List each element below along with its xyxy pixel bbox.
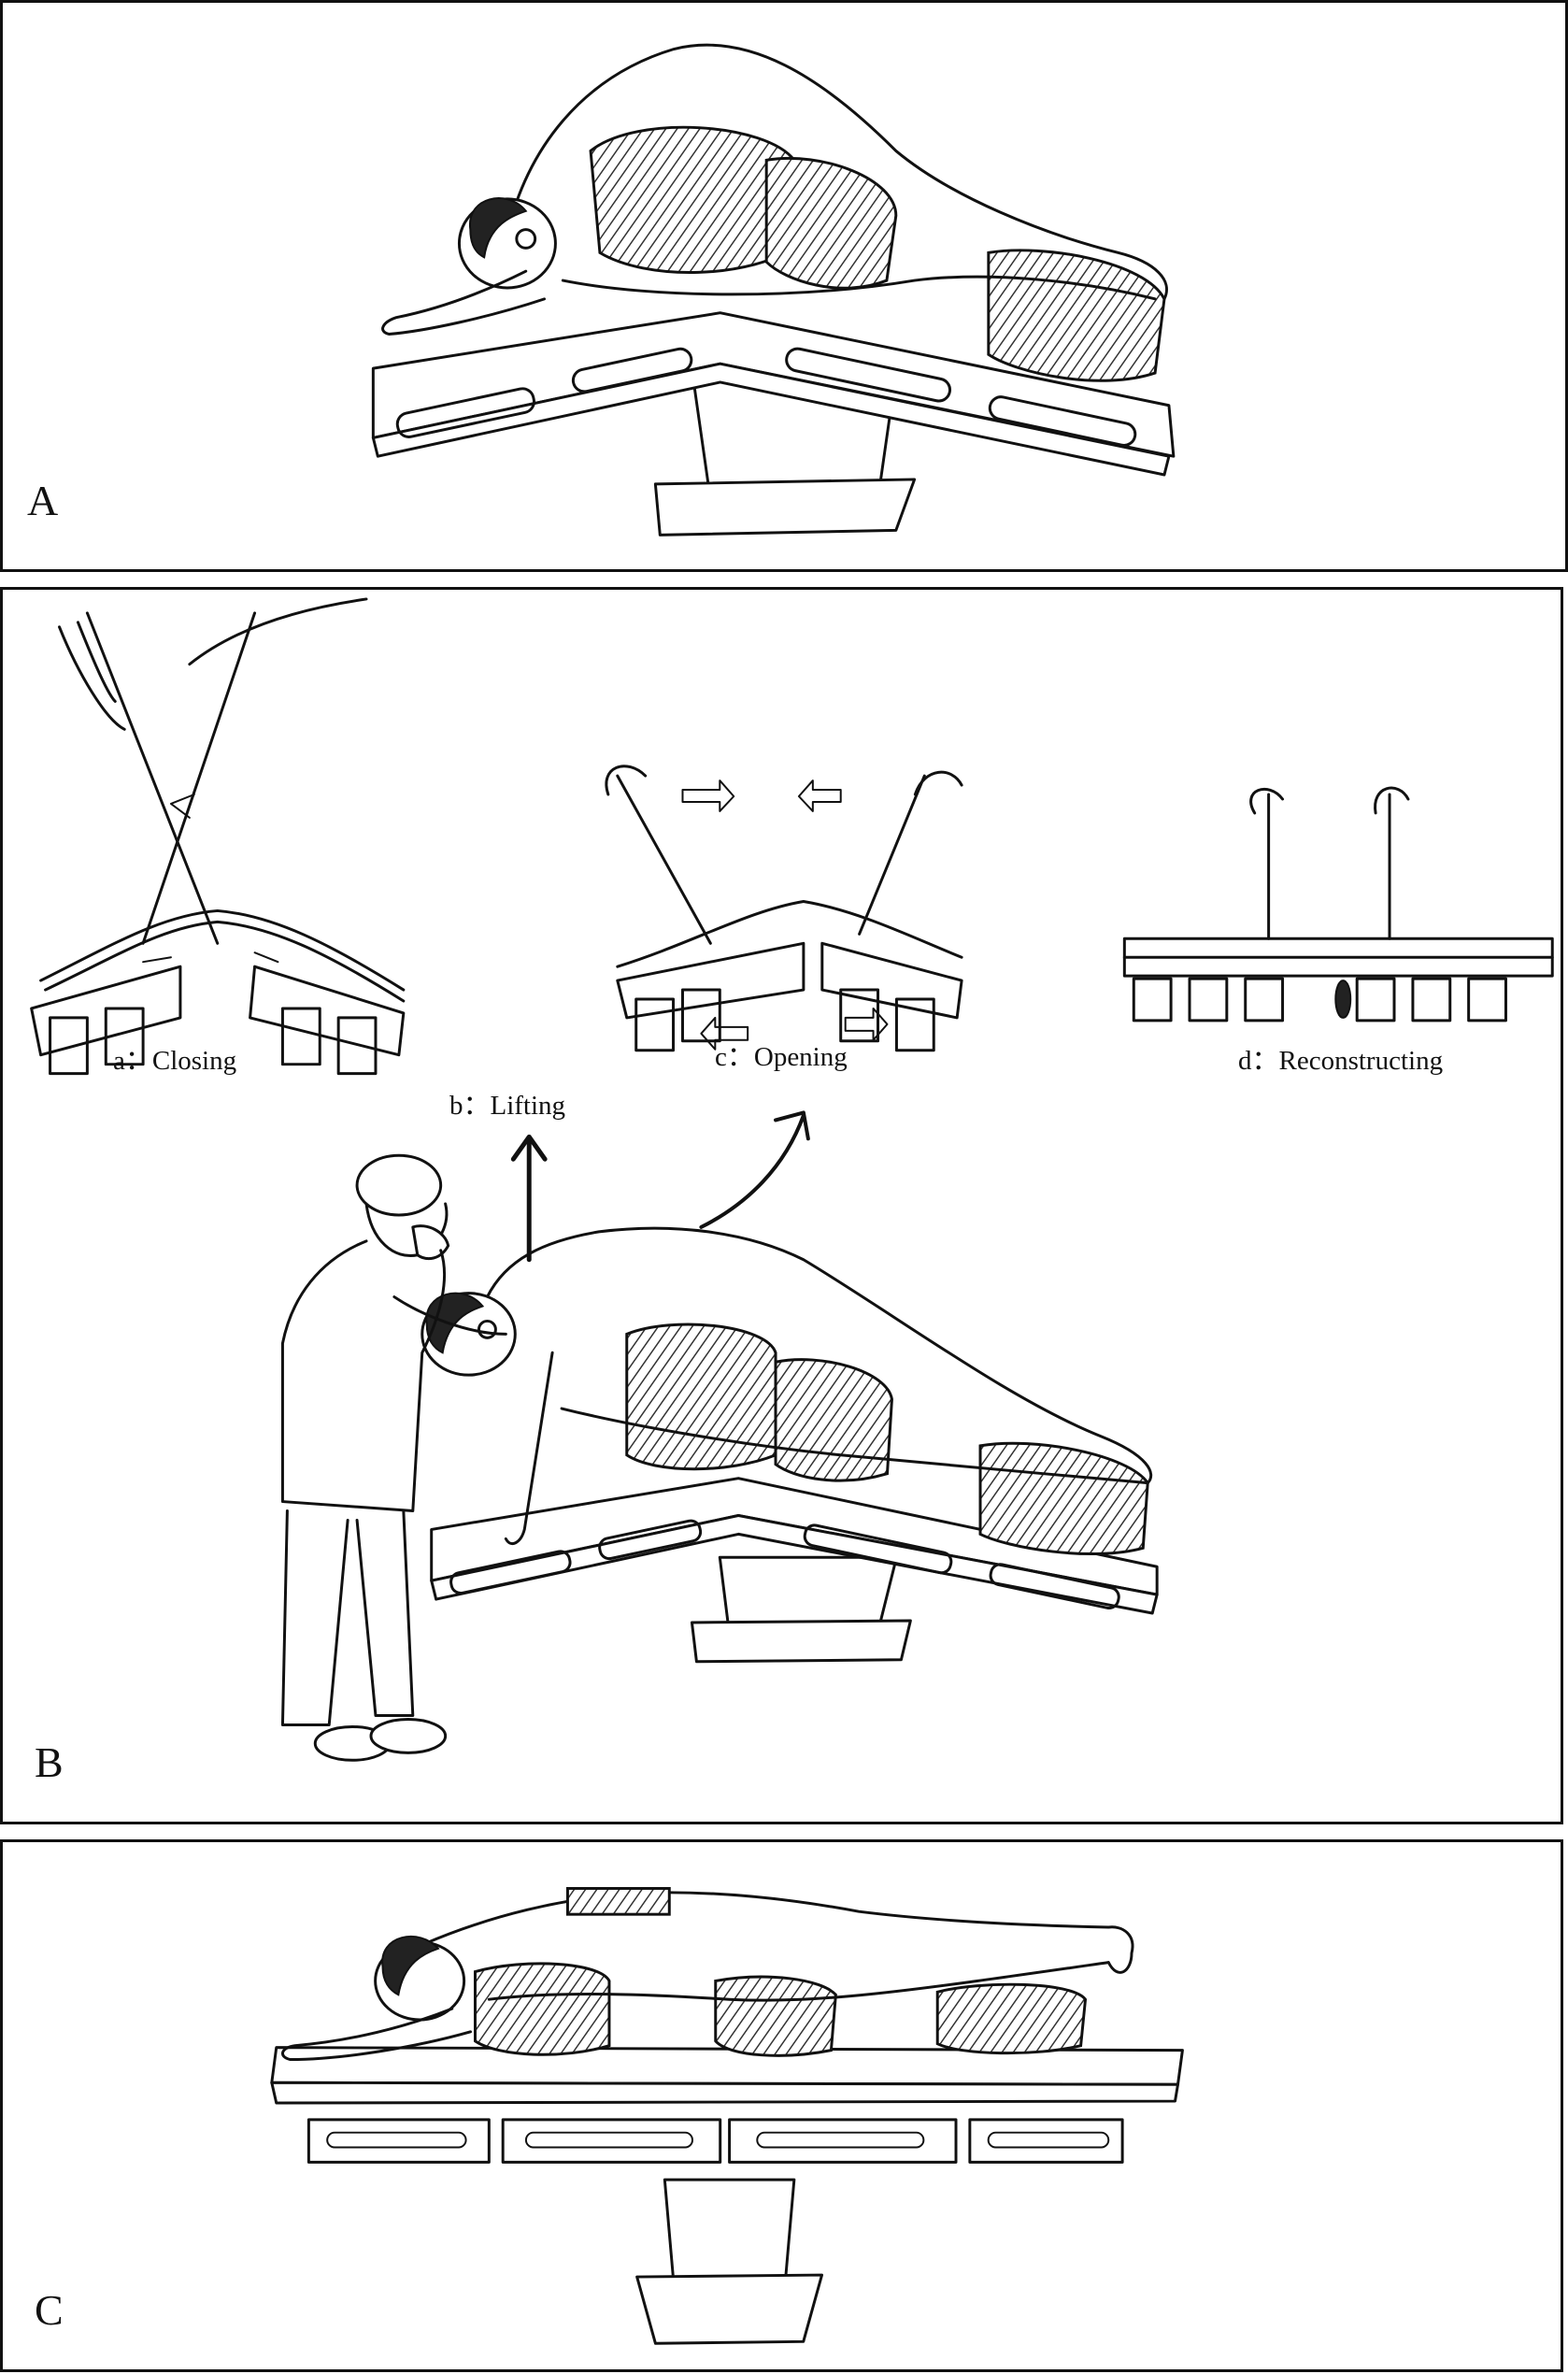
table-slot [449,1550,572,1595]
rotation-arrow [699,1110,810,1229]
table-pedestal [663,2178,796,2288]
panel-a-label: A [27,477,59,524]
table-slot [395,387,535,438]
chest-bolster [474,1962,611,2056]
reconstructing-illustration [1122,786,1554,1023]
table-drawer [501,2118,722,2164]
table-side [270,2081,1179,2105]
table-slot [785,347,952,403]
panel-b-label: B [35,1738,64,1786]
table-drawer [728,2118,958,2164]
patient-belly [561,275,1157,301]
table-foot [653,478,917,536]
patient-arm [281,2007,473,2062]
opening-illustration [605,765,963,1052]
table-slot [598,1519,703,1561]
step-label-closing: a：Closing [113,1046,237,1076]
surgeon-figure [280,1153,507,1762]
table-slot [803,1523,953,1575]
patient-body [485,1226,1153,1485]
closing-illustration [30,597,406,1076]
table-slot [524,2131,694,2149]
table-slot [987,2131,1110,2149]
table-side [371,362,1171,477]
lifting-arrow [510,1134,548,1263]
patient-ear [515,228,537,250]
leg-bolster [978,1441,1149,1556]
table-foot [635,2273,824,2345]
chest-bolster [625,1323,777,1471]
patient-body [506,43,1168,301]
table-top [270,2046,1184,2086]
patient-arm [381,269,547,336]
step-label-lifting: b：Lifting [449,1091,566,1121]
panel-c-label: C [35,2286,64,2334]
table-slot [756,2131,925,2149]
table-slot [326,2131,467,2149]
step-label-reconstructing: d：Reconstructing [1238,1046,1444,1076]
leg-bolster [935,1982,1088,2055]
table-drawer [306,2118,491,2164]
table-foot [690,1619,912,1664]
patient-feet [1106,1925,1134,1974]
panel-b: a：Closing b：Lifting c：Opening d：Reconstr… [0,587,1563,1824]
patient-body [422,1891,1110,1946]
hip-bolster [714,1975,837,2057]
table-drawer [968,2118,1124,2164]
panel-b-illustration [30,597,1554,1762]
step-label-opening: c：Opening [715,1042,848,1072]
patient-hair [381,1935,440,1996]
table-slot [989,1563,1120,1609]
table-slot [988,395,1137,447]
leg-bolster [987,249,1166,382]
panel-a-illustration [371,43,1176,536]
table-slot [571,347,693,393]
patient-ear [477,1319,497,1339]
hip-bolster [774,1358,893,1482]
patient-arm [504,1351,554,1546]
incision-dressing [565,1886,671,1916]
patient-belly [487,1961,1110,2002]
patient-hair [469,197,528,259]
panel-c-illustration [270,1886,1184,2345]
table-side [430,1513,1159,1615]
patient-belly [560,1407,1149,1485]
panel-a: A [0,0,1568,572]
panel-c: C [0,1839,1563,2372]
hip-bolster [764,156,898,290]
